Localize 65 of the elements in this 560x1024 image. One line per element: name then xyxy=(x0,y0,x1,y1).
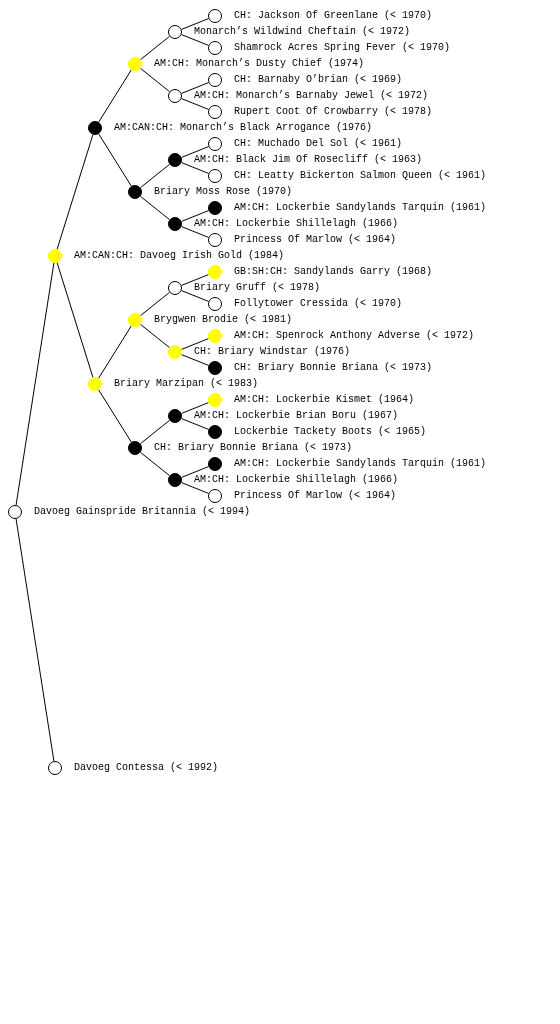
pedigree-line xyxy=(139,67,171,93)
dog-name: Briary Moss Rose (1970) xyxy=(154,186,293,198)
dog-name: Princess Of Marlow (< 1964) xyxy=(234,234,397,246)
pedigree-line xyxy=(181,98,209,110)
dog-name: Monarch’s Wildwind Cheftain (< 1972) xyxy=(194,26,411,38)
dog-name: Davoeg Contessa (< 1992) xyxy=(74,762,219,774)
dog-name: AM:CH: Lockerbie Kismet (1964) xyxy=(234,394,415,406)
pedigree-line xyxy=(181,274,209,286)
pedigree-line xyxy=(181,226,209,238)
dog-name: AM:CH: Monarch’s Barnaby Jewel (< 1972) xyxy=(194,90,429,102)
dog-name: AM:CAN:CH: Monarch’s Black Arrogance (1976) xyxy=(114,122,373,134)
pedigree-line xyxy=(139,35,171,61)
pedigree-line xyxy=(181,418,209,430)
pedigree-line xyxy=(98,325,132,379)
pedigree-line xyxy=(139,451,171,477)
pedigree-line xyxy=(56,262,94,378)
pedigree-line xyxy=(98,133,132,187)
pedigree-line xyxy=(181,402,209,414)
dog-name: Shamrock Acres Spring Fever (< 1970) xyxy=(234,42,451,54)
pedigree-line xyxy=(139,195,171,221)
pedigree-line xyxy=(181,482,209,494)
pedigree-line xyxy=(181,466,209,478)
pedigree-line xyxy=(56,134,94,250)
pedigree-line xyxy=(181,82,209,94)
dog-name: AM:CH: Lockerbie Shillelagh (1966) xyxy=(194,218,399,230)
pedigree-line xyxy=(181,354,209,366)
dog-name: AM:CH: Lockerbie Shillelagh (1966) xyxy=(194,474,399,486)
dog-name: AM:CAN:CH: Davoeg Irish Gold (1984) xyxy=(74,250,285,262)
pedigree-line xyxy=(139,163,171,189)
dog-name: Rupert Coot Of Crowbarry (< 1978) xyxy=(234,106,433,118)
dog-name: CH: Muchado Del Sol (< 1961) xyxy=(234,138,403,150)
dog-name: Princess Of Marlow (< 1964) xyxy=(234,490,397,502)
dog-name: AM:CH: Spenrock Anthony Adverse (< 1972) xyxy=(234,330,475,342)
pedigree-line xyxy=(181,210,209,222)
dog-name: GB:SH:CH: Sandylands Garry (1968) xyxy=(234,266,433,278)
dog-name: Davoeg Gainspride Britannia (< 1994) xyxy=(34,506,251,518)
pedigree-line xyxy=(139,291,171,317)
dog-name: AM:CH: Black Jim Of Rosecliff (< 1963) xyxy=(194,154,423,166)
dog-name: Briary Gruff (< 1978) xyxy=(194,282,321,294)
pedigree-line xyxy=(139,419,171,445)
pedigree-line xyxy=(181,338,209,350)
pedigree-line xyxy=(15,262,55,506)
dog-name: Follytower Cressida (< 1970) xyxy=(234,298,403,310)
pedigree-line xyxy=(181,162,209,174)
dog-name: CH: Briary Bonnie Briana (< 1973) xyxy=(234,362,433,374)
pedigree-line xyxy=(181,34,209,46)
pedigree-line xyxy=(181,290,209,302)
pedigree-line xyxy=(15,518,55,762)
pedigree-line xyxy=(181,18,209,30)
dog-name: CH: Briary Windstar (1976) xyxy=(194,346,351,358)
pedigree-line xyxy=(139,323,171,349)
dog-name: CH: Jackson Of Greenlane (< 1970) xyxy=(234,10,433,22)
dog-name: Lockerbie Tackety Boots (< 1965) xyxy=(234,426,427,438)
pedigree-line xyxy=(181,146,209,158)
dog-name: CH: Barnaby O’brian (< 1969) xyxy=(234,74,403,86)
dog-name: Brygwen Brodie (< 1981) xyxy=(154,314,293,326)
pedigree-line xyxy=(98,389,132,443)
dog-name: AM:CH: Lockerbie Sandylands Tarquin (1961) xyxy=(234,202,487,214)
dog-name: AM:CH: Monarch’s Dusty Chief (1974) xyxy=(154,58,365,70)
dog-name: AM:CH: Lockerbie Sandylands Tarquin (1961) xyxy=(234,458,487,470)
dog-name: Briary Marzipan (< 1983) xyxy=(114,378,259,390)
pedigree-line xyxy=(98,69,132,123)
dog-name: CH: Briary Bonnie Briana (< 1973) xyxy=(154,442,353,454)
dog-name: CH: Leatty Bickerton Salmon Queen (< 1961) xyxy=(234,170,487,182)
dog-name: AM:CH: Lockerbie Brian Boru (1967) xyxy=(194,410,399,422)
